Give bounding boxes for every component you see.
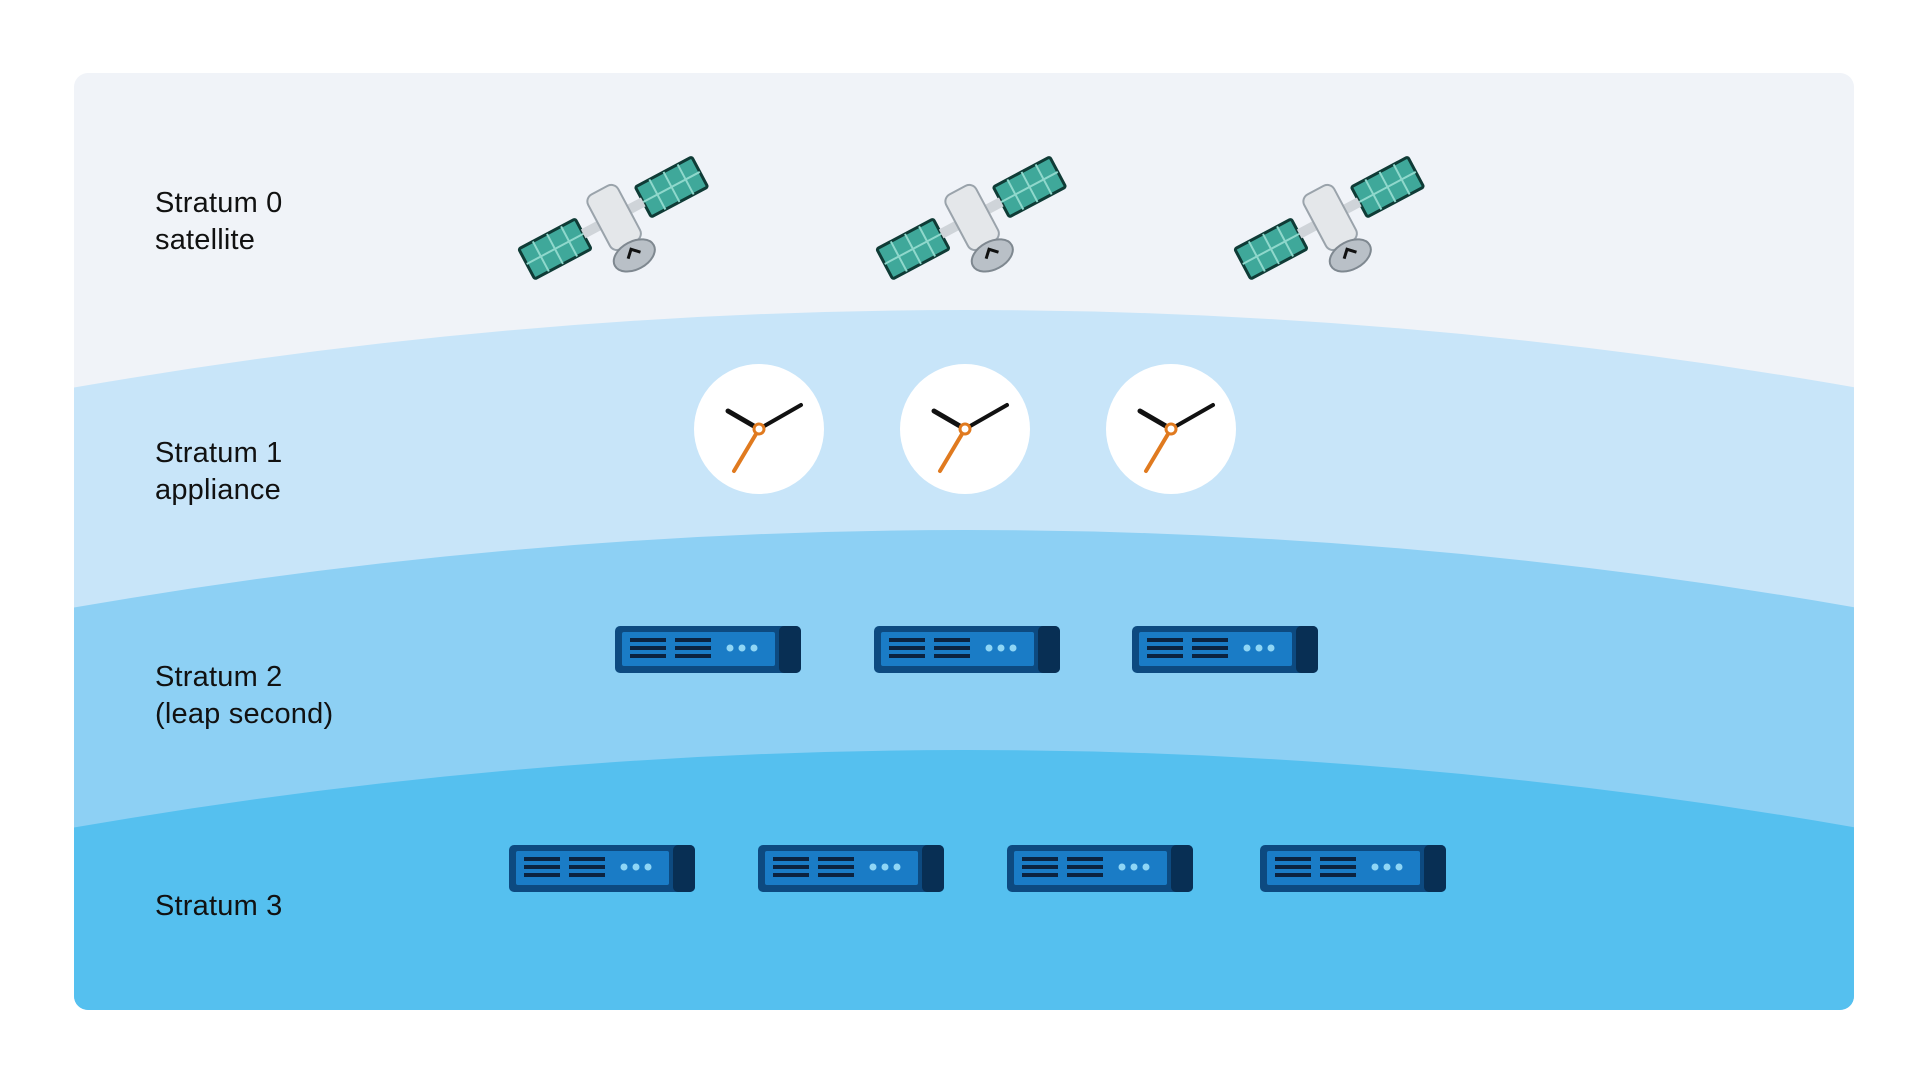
- stratum-3-band: [60, 750, 1870, 1020]
- server-icon: [509, 845, 695, 892]
- stratum-2-label: Stratum 2 (leap second): [155, 659, 333, 733]
- stratum-1-subtitle: appliance: [155, 472, 283, 509]
- stratum-0-title: Stratum 0: [155, 185, 283, 222]
- server-icon: [1132, 626, 1318, 673]
- stratum-0-label: Stratum 0 satellite: [155, 185, 283, 259]
- server-icon: [1007, 845, 1193, 892]
- stratum-1-title: Stratum 1: [155, 435, 283, 472]
- server-icon: [758, 845, 944, 892]
- clock-icon: [1106, 364, 1236, 494]
- stratum-1-label: Stratum 1 appliance: [155, 435, 283, 509]
- stratum-2-title: Stratum 2: [155, 659, 333, 696]
- clock-icon: [694, 364, 824, 494]
- clock-icon: [900, 364, 1030, 494]
- stratum-0-subtitle: satellite: [155, 222, 283, 259]
- stratum-3-label: Stratum 3: [155, 888, 283, 925]
- server-icon: [615, 626, 801, 673]
- satellite-icon: [515, 152, 715, 282]
- server-icon: [1260, 845, 1446, 892]
- server-icon: [874, 626, 1060, 673]
- satellite-icon: [1231, 152, 1431, 282]
- satellite-icon: [873, 152, 1073, 282]
- stratum-2-subtitle: (leap second): [155, 696, 333, 733]
- stratum-3-title: Stratum 3: [155, 888, 283, 925]
